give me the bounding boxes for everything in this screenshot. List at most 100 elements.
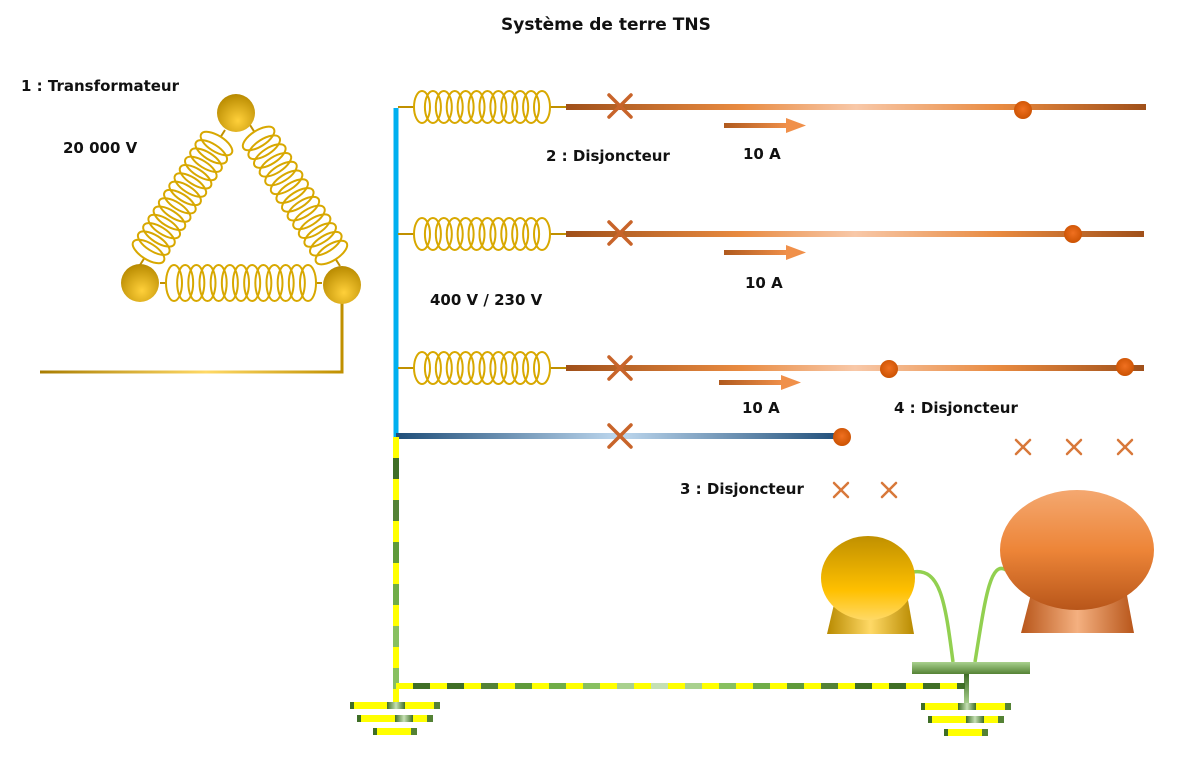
coil-lead bbox=[249, 124, 256, 133]
coil-turn bbox=[241, 125, 276, 152]
pe-segment bbox=[872, 683, 889, 689]
ground-bar-end bbox=[982, 729, 988, 736]
coil-lead bbox=[139, 257, 146, 266]
pe-segment bbox=[515, 683, 532, 689]
coil-turn bbox=[511, 217, 530, 251]
ground-bar-end bbox=[944, 729, 948, 736]
coil-turn bbox=[292, 204, 326, 231]
coil-turn bbox=[511, 90, 530, 124]
coil-turn bbox=[275, 178, 309, 204]
coil-turn bbox=[445, 351, 464, 385]
coil-turn bbox=[142, 222, 176, 248]
coil-turn bbox=[131, 238, 166, 265]
coil-turn bbox=[247, 134, 281, 161]
pe-segment bbox=[600, 683, 617, 689]
pe-segment bbox=[685, 683, 702, 689]
coil-turn bbox=[434, 90, 453, 124]
coil-turn bbox=[243, 264, 262, 302]
coil-turn bbox=[489, 351, 508, 385]
coil-turn bbox=[413, 351, 431, 385]
pe-segment bbox=[481, 683, 498, 689]
coil-turn bbox=[163, 188, 197, 215]
pe-conductor-vertical bbox=[393, 437, 399, 705]
pe-segment bbox=[464, 683, 481, 689]
breaker-2-group bbox=[607, 93, 633, 449]
coil-turn bbox=[269, 169, 304, 196]
coil-turn bbox=[281, 187, 315, 213]
coil-turn bbox=[413, 90, 431, 124]
coil-turn bbox=[478, 90, 497, 124]
pe-segment bbox=[393, 500, 399, 521]
coil-turn bbox=[168, 180, 202, 207]
node-l3-single bbox=[880, 360, 898, 378]
pe-segment bbox=[393, 563, 399, 584]
pe-segment bbox=[393, 437, 399, 458]
breaker-x-n bbox=[607, 423, 633, 449]
coil-turn bbox=[533, 351, 551, 385]
coil-turn bbox=[232, 264, 250, 302]
breaker-4-x-l1 bbox=[1014, 438, 1032, 456]
pe-segment bbox=[532, 683, 549, 689]
hv-coil-bottom bbox=[160, 264, 322, 302]
coil-turn bbox=[511, 351, 530, 385]
coil-turn bbox=[500, 351, 519, 385]
hv-input-wire-3 bbox=[40, 285, 344, 374]
pe-segment bbox=[634, 683, 651, 689]
coil-turn bbox=[314, 239, 349, 266]
lv-coil-l1 bbox=[398, 90, 566, 124]
transformer-node-right bbox=[323, 266, 361, 304]
coil-turn bbox=[178, 164, 213, 190]
breaker-3-x-l3 bbox=[880, 481, 898, 499]
pe-segment bbox=[583, 683, 600, 689]
pe-segment bbox=[430, 683, 447, 689]
pe-segment bbox=[393, 689, 399, 705]
pe-segment bbox=[393, 542, 399, 563]
pe-conductor-horizontal bbox=[396, 683, 965, 689]
pe-segment bbox=[617, 683, 634, 689]
breaker-3-x-n bbox=[832, 481, 850, 499]
three-phase-motor bbox=[1000, 490, 1154, 633]
coil-turn bbox=[434, 351, 453, 385]
hv-coil-left bbox=[131, 129, 234, 266]
phase-line-l1 bbox=[566, 104, 1146, 110]
breaker-x-l2 bbox=[607, 220, 633, 246]
pe-segment bbox=[838, 683, 855, 689]
coil-turn bbox=[489, 217, 508, 251]
coil-turn bbox=[165, 264, 183, 302]
transformer-hv-delta bbox=[34, 94, 361, 374]
breaker-4-x-l2 bbox=[1065, 438, 1083, 456]
coil-turn bbox=[489, 90, 508, 124]
pe-lead-single-motor bbox=[912, 569, 955, 663]
pe-lead-three-motor bbox=[973, 566, 1007, 663]
ground-bar bbox=[373, 728, 417, 735]
three-motor-body bbox=[1000, 490, 1154, 610]
node-l3-three bbox=[1116, 358, 1134, 376]
pe-segment bbox=[787, 683, 804, 689]
ground-bar-end bbox=[1005, 703, 1011, 710]
pe-segment bbox=[940, 683, 957, 689]
pe-segment bbox=[923, 683, 940, 689]
coil-turn bbox=[423, 217, 442, 251]
ground-bar-end bbox=[350, 702, 354, 709]
coil-turn bbox=[157, 197, 192, 223]
coil-lead bbox=[219, 129, 226, 138]
coil-turn bbox=[456, 351, 475, 385]
pe-segment bbox=[393, 668, 399, 689]
pe-segment bbox=[804, 683, 821, 689]
pe-segment bbox=[393, 647, 399, 668]
hv-coil-right bbox=[241, 124, 349, 267]
single-phase-motor bbox=[821, 536, 915, 634]
coil-turn bbox=[198, 264, 217, 302]
pe-segment bbox=[566, 683, 583, 689]
coil-turn bbox=[533, 217, 551, 251]
current-label-l2: 10 A bbox=[745, 274, 783, 292]
ground-bar-end bbox=[357, 715, 361, 722]
breaker-4-label: 4 : Disjoncteur bbox=[894, 399, 1018, 417]
pe-segment bbox=[957, 683, 965, 689]
transformer-node-left bbox=[121, 264, 159, 302]
coil-turn bbox=[265, 264, 284, 302]
coil-turn bbox=[287, 264, 306, 302]
breaker-3-label: 3 : Disjoncteur bbox=[680, 480, 804, 498]
ground-symbol-left bbox=[350, 702, 440, 735]
lv-coil-l2 bbox=[398, 217, 566, 251]
